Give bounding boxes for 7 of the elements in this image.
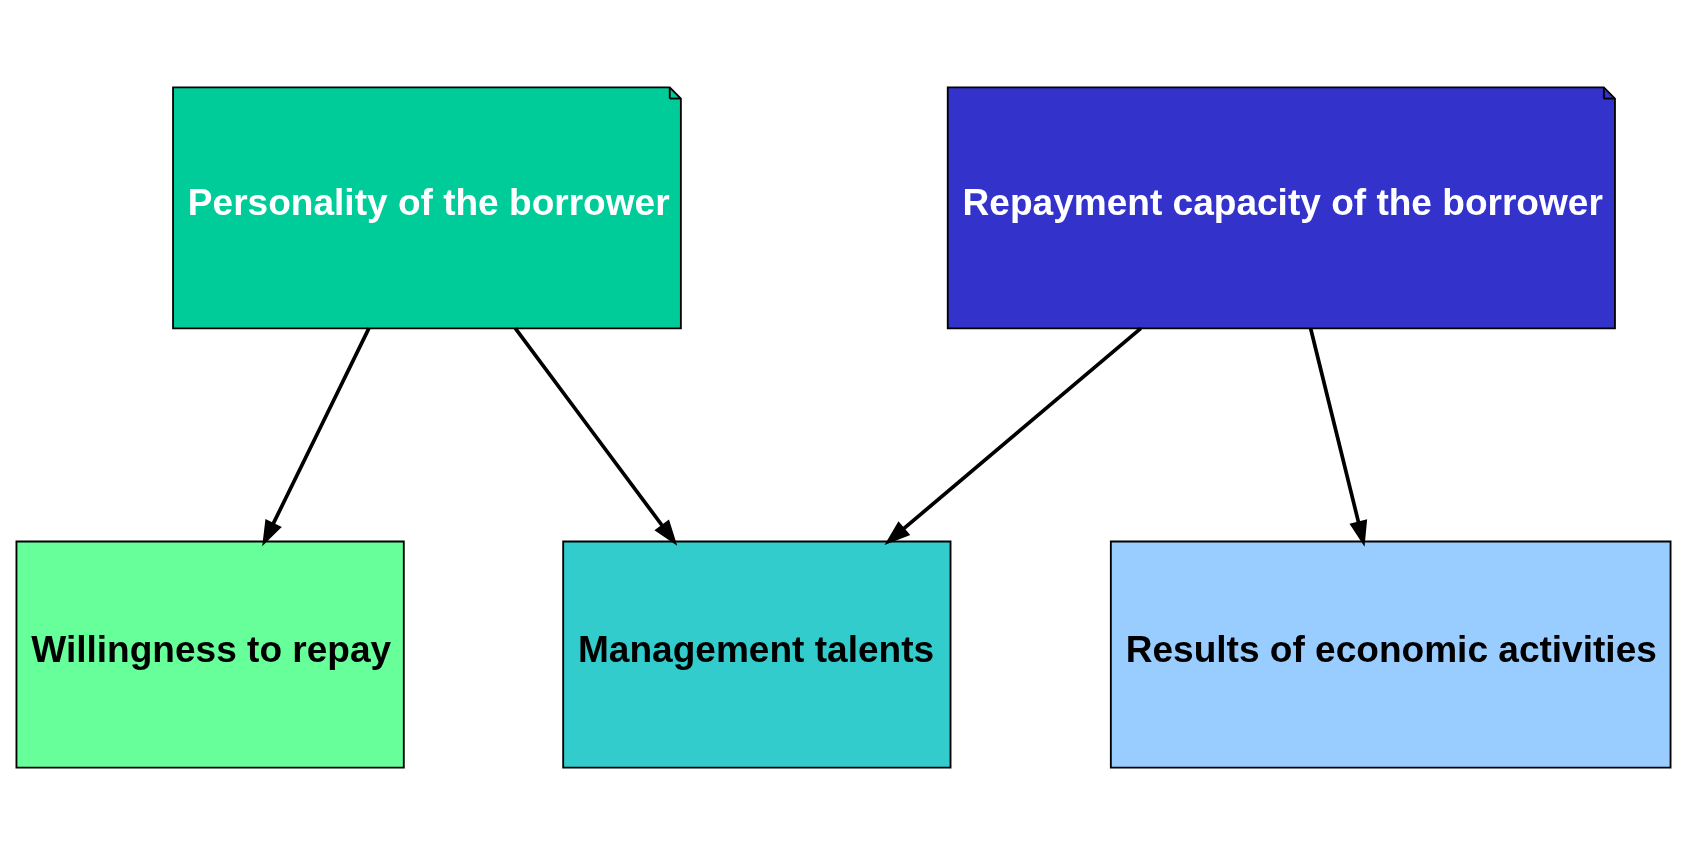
arrow	[513, 326, 678, 546]
arrow	[1308, 327, 1368, 547]
arrow	[262, 327, 371, 546]
node-box: Willingness to repay	[15, 540, 405, 768]
node-box: Results of economic activities	[1109, 540, 1672, 768]
node-box: Management talents	[562, 540, 952, 768]
arrow	[884, 326, 1142, 545]
